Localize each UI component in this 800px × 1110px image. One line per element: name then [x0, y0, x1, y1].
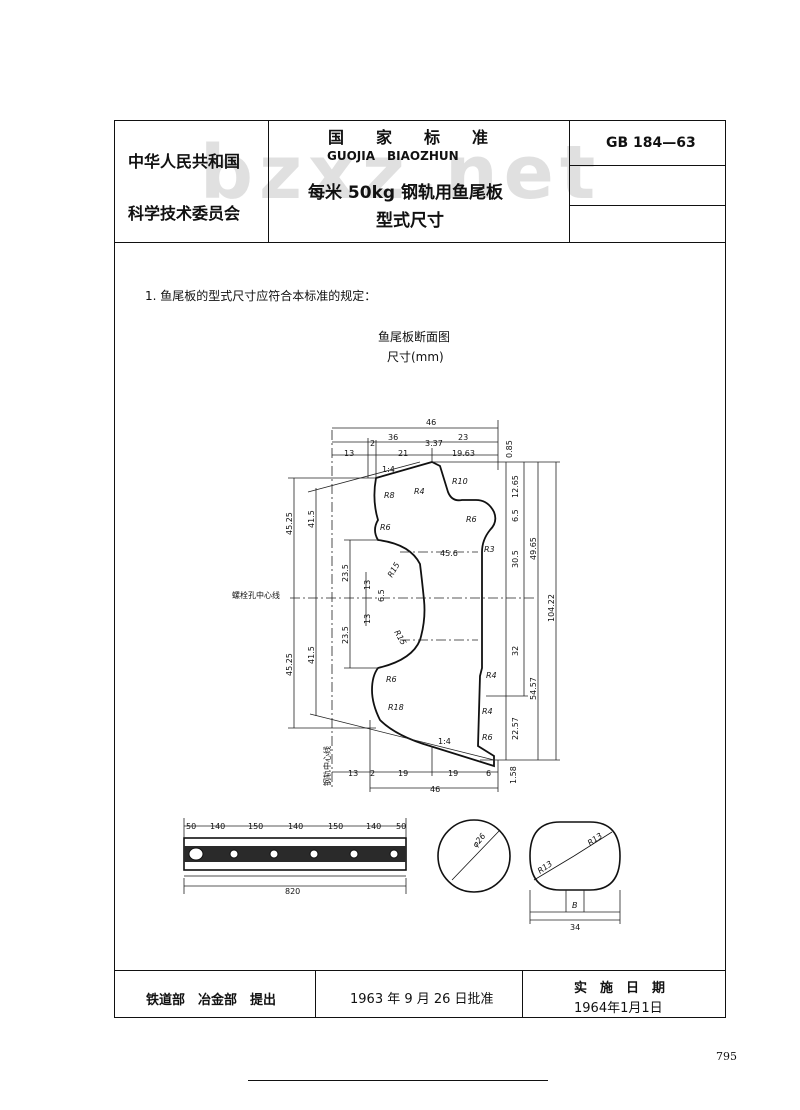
- dim-right-30-5: 30.5: [511, 550, 520, 568]
- radius-r4-lower2: R4: [482, 707, 493, 716]
- standard-code: GB 184—63: [606, 135, 696, 151]
- oval-radius-r13-b: R13: [586, 831, 604, 847]
- radius-r3: R3: [484, 545, 495, 554]
- footer-proposer: 铁道部 冶金部 提出: [146, 993, 277, 1008]
- dim-top-19-63: 19.63: [452, 449, 475, 458]
- category-pinyin: GUOJIA BIAOZHUN: [327, 149, 459, 163]
- code-box-line2: [569, 205, 725, 207]
- header-bottom-line: [115, 242, 725, 244]
- radius-r6-lower-left: R6: [386, 675, 397, 684]
- footer-divider-left: [315, 970, 317, 1017]
- slope-top: 1:4: [382, 465, 395, 474]
- dim-right-54-57: 54.57: [529, 677, 538, 700]
- code-box-line1: [569, 165, 725, 167]
- dim-right-6-5: 6.5: [511, 509, 520, 522]
- page-number: 795: [716, 1050, 737, 1063]
- radius-r8: R8: [384, 491, 395, 500]
- round-hole-diameter: φ26: [471, 832, 488, 850]
- dim-inner-45-6: 45.6: [440, 549, 458, 558]
- dim-right-32: 32: [511, 646, 520, 656]
- radius-r10: R10: [452, 477, 468, 486]
- dim-left-41-5-top: 41.5: [307, 510, 316, 528]
- oval-width: 34: [570, 923, 580, 932]
- standard-title-line1: 每米 50kg 钢轨用鱼尾板: [308, 183, 503, 203]
- dim-top-21: 21: [398, 449, 408, 458]
- dim-top-0-85: 0.85: [505, 440, 514, 458]
- dim-left-23-5-top: 23.5: [341, 564, 350, 582]
- standard-frame: [114, 120, 726, 1018]
- dim-left-13-bottom: 13: [363, 614, 372, 624]
- dim-bottom-19-left: 19: [398, 769, 408, 778]
- dim-right-1-58: 1.58: [509, 766, 518, 784]
- dim-left-45-25-bottom: 45.25: [285, 653, 294, 676]
- dim-top-46: 46: [426, 418, 436, 427]
- dim-left-23-5-bottom: 23.5: [341, 626, 350, 644]
- spacing-50-right: 50: [396, 822, 406, 831]
- spacing-50-left: 50: [186, 822, 196, 831]
- dim-left-6-5: 6.5: [377, 589, 386, 602]
- bottom-rule: [248, 1080, 548, 1081]
- spacing-140-a: 140: [210, 822, 225, 831]
- dim-right-22-57: 22.57: [511, 717, 520, 740]
- fishplate-profile: [371, 461, 497, 768]
- issuer-line1: 中华人民共和国: [128, 152, 241, 171]
- dim-bottom-2: 2: [370, 769, 375, 778]
- watermark: bzxz.net: [200, 130, 602, 216]
- radius-r6-lower-right: R6: [482, 733, 493, 742]
- label-bolt-centerline: 螺栓孔中心线: [232, 590, 280, 600]
- spacing-150-a: 150: [248, 822, 263, 831]
- dim-top-13: 13: [344, 449, 354, 458]
- spacing-140-b: 140: [288, 822, 303, 831]
- spacing-150-b: 150: [328, 822, 343, 831]
- dim-top-23: 23: [458, 433, 468, 442]
- dim-left-45-25-top: 45.25: [285, 512, 294, 535]
- footer-approval: 1963 年 9 月 26 日批准: [350, 992, 494, 1007]
- issuer-line2: 科学技术委员会: [128, 204, 241, 223]
- radius-r4-top: R4: [414, 487, 425, 496]
- footer-effective-label: 实 施 日 期: [574, 981, 666, 996]
- header-divider-right: [569, 121, 571, 242]
- radius-r6-left: R6: [380, 523, 391, 532]
- dim-top-36: 36: [388, 433, 398, 442]
- figure-title: 鱼尾板断面图: [378, 330, 451, 344]
- label-rail-centerline: 钢轨中心线: [322, 746, 332, 786]
- radius-r4-lower1: R4: [486, 671, 497, 680]
- dim-bottom-13: 13: [348, 769, 358, 778]
- footer-effective-date: 1964年1月1日: [574, 1001, 663, 1016]
- dim-right-104-22: 104.22: [547, 594, 556, 622]
- dim-top-2: 2: [370, 439, 375, 448]
- figure-unit: 尺寸(mm): [387, 350, 444, 364]
- radius-r6-right: R6: [466, 515, 477, 524]
- oval-dim-b: B: [572, 901, 578, 910]
- clause-1: 1. 鱼尾板的型式尺寸应符合本标准的规定：: [145, 289, 377, 303]
- dim-right-12-65: 12.65: [511, 475, 520, 498]
- slope-bottom: 1:4: [438, 737, 451, 746]
- dim-right-49-65: 49.65: [529, 537, 538, 560]
- radius-r18: R18: [388, 703, 404, 712]
- dim-bottom-46: 46: [430, 785, 440, 794]
- footer-divider-right: [522, 970, 524, 1017]
- header-divider-left: [268, 121, 270, 242]
- dim-left-41-5-bottom: 41.5: [307, 646, 316, 664]
- total-length: 820: [285, 887, 300, 896]
- dim-top-3-37: 3.37: [425, 439, 443, 448]
- spacing-140-c: 140: [366, 822, 381, 831]
- footer-top-line: [115, 970, 725, 972]
- dim-bottom-6: 6: [486, 769, 491, 778]
- dim-bottom-19-right: 19: [448, 769, 458, 778]
- standard-title-line2: 型式尺寸: [376, 211, 444, 231]
- dim-left-13-top: 13: [363, 580, 372, 590]
- category-cn: 国 家 标 准: [328, 128, 489, 147]
